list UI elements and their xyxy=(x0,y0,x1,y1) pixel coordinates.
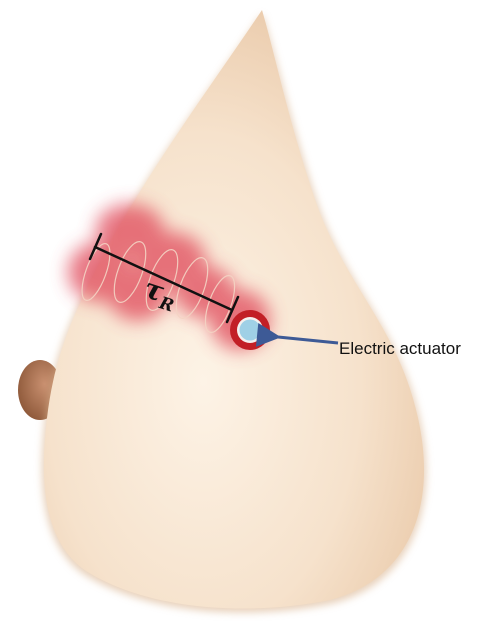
electric-actuator-icon xyxy=(230,310,270,350)
actuator-label: Electric actuator xyxy=(339,339,461,358)
